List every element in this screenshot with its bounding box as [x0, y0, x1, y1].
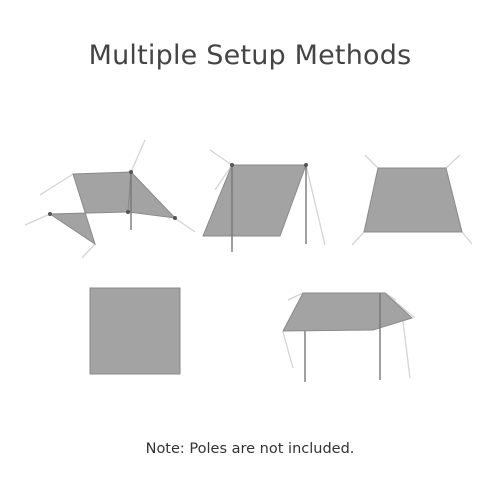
guy-line [305, 164, 326, 246]
page-title: Multiple Setup Methods [88, 40, 412, 71]
guy-line [351, 231, 365, 246]
guy-line [364, 154, 379, 169]
guy-line [401, 313, 411, 379]
poles-note: Note: Poles are not included. [145, 441, 355, 457]
guy-line [209, 149, 233, 166]
peg-point [304, 163, 308, 167]
peg-point [230, 163, 234, 167]
tarp-panel-left [48, 171, 132, 246]
guy-line [39, 173, 74, 196]
guy-line [214, 164, 233, 191]
setup-flat-square [89, 287, 181, 375]
setup-a-frame [24, 139, 196, 259]
guy-line [445, 154, 461, 169]
guy-line [282, 331, 294, 369]
peg-point [129, 170, 133, 174]
peg-point [173, 216, 177, 220]
setup-awning [282, 292, 416, 382]
guy-line [174, 217, 196, 233]
guy-line [461, 231, 473, 245]
setup-trapezoid [351, 154, 473, 246]
guy-line [24, 213, 51, 226]
guy-line [287, 292, 304, 301]
peg-point [126, 210, 130, 214]
setup-lean-to [202, 149, 326, 252]
peg-point [48, 212, 52, 216]
tarp-panel [202, 164, 307, 237]
guy-line [81, 243, 96, 259]
tarp-panel [363, 167, 463, 233]
guy-line [130, 139, 146, 173]
tarp-panel [89, 287, 181, 375]
tarp-panel-right [127, 170, 177, 219]
